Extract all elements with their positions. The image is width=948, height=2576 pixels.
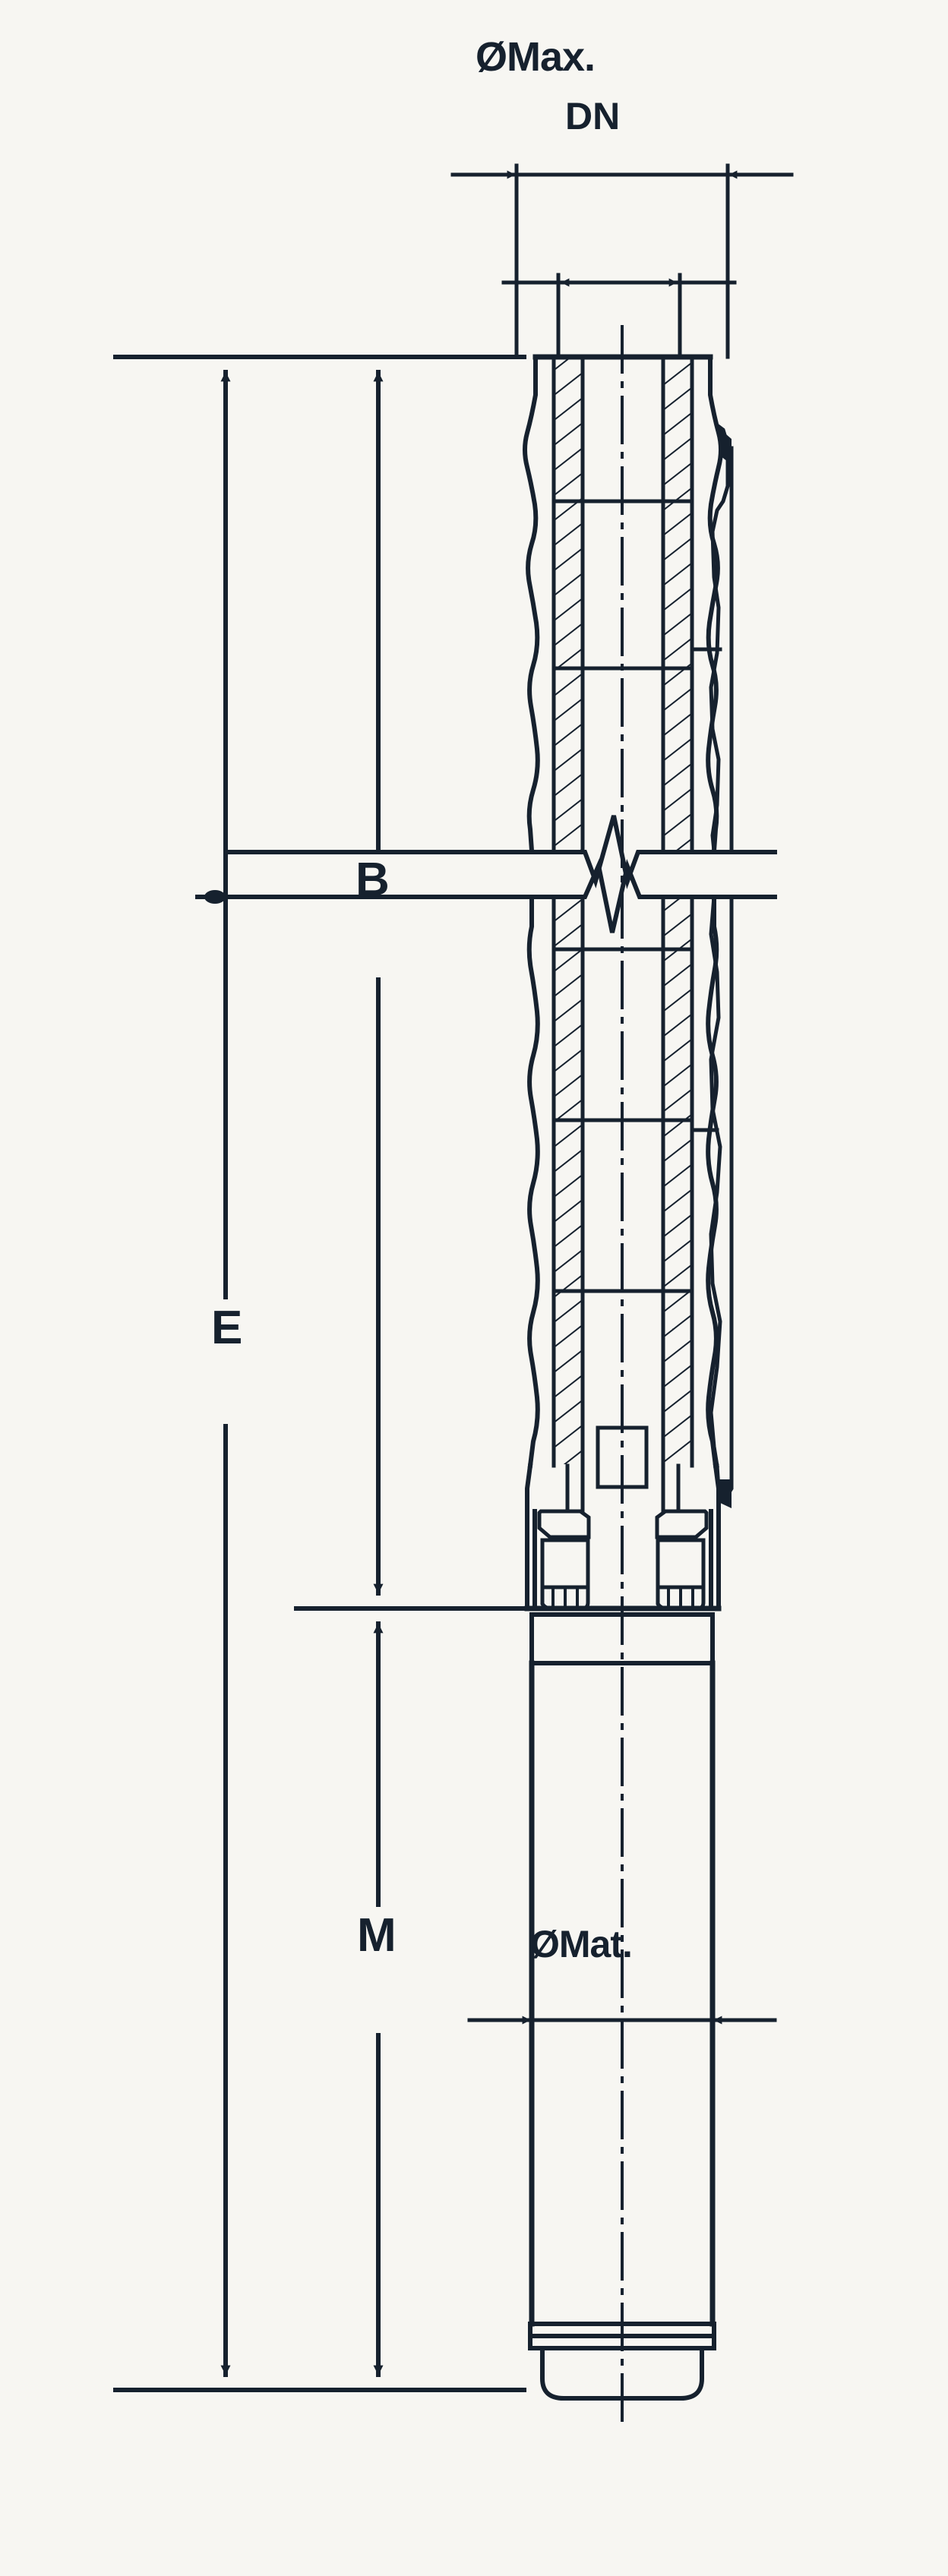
label-nominal-diameter: DN: [565, 95, 621, 137]
label-pump-length-b: B: [356, 854, 390, 906]
label-motor-diameter: ØMat.: [530, 1923, 633, 1965]
dimension-nominal-diameter: [501, 273, 737, 359]
dimension-diameter-max: [450, 163, 794, 359]
label-diameter-max: ØMax.: [476, 34, 596, 80]
label-total-length-e: E: [211, 1302, 243, 1354]
pump-lower-section: [526, 895, 734, 1469]
dimension-extension-lines: [113, 355, 526, 2392]
label-motor-length-m: M: [357, 1909, 397, 1962]
pump-upper-section: [523, 354, 734, 854]
submersible-motor: [524, 1605, 722, 2401]
break-line-zigzag: [195, 815, 777, 933]
